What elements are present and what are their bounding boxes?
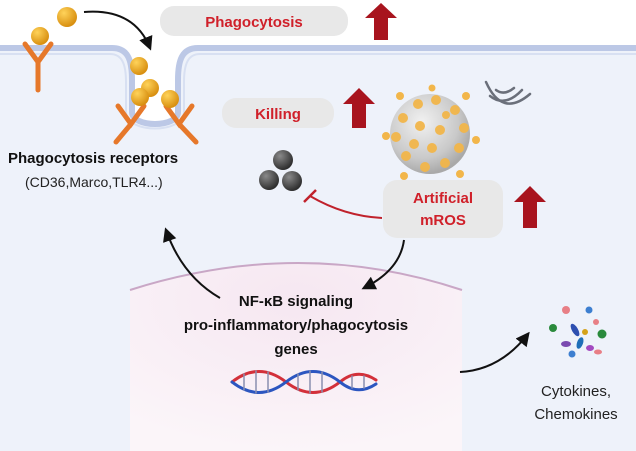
phagocytosis-label: Phagocytosis (205, 14, 303, 31)
inhibition-bar (303, 189, 317, 203)
nucleus (130, 263, 462, 451)
artificial-label-line1: Artificial (413, 190, 473, 207)
particle (161, 90, 179, 108)
killing-label: Killing (255, 106, 301, 123)
signal-waves-icon (484, 80, 532, 105)
particle (31, 27, 49, 45)
artificial-label-line2: mROS (420, 212, 466, 229)
uptake-arrow (83, 10, 153, 51)
secreted-label-line2: Chemokines (534, 406, 617, 423)
particle (130, 57, 148, 75)
killed-particle (282, 171, 302, 191)
nanozyme-particle-icon (382, 84, 480, 180)
receptor-icon (113, 103, 147, 145)
mros-to-nucleus-arrow (361, 239, 405, 290)
nucleus-label-line1: NF-κB signaling (239, 293, 353, 310)
nuclear-envelope (129, 262, 463, 291)
secretion-arrow (459, 331, 530, 373)
particle (131, 88, 149, 106)
artificial-mros-pill (383, 180, 503, 238)
killed-particle (273, 150, 293, 170)
phagocytosis-pill (160, 6, 348, 36)
secreted-label-line1: Cytokines, (541, 383, 611, 400)
cell-membrane (0, 45, 636, 127)
up-arrow-icon (343, 88, 375, 128)
receptors-title: Phagocytosis receptors (8, 150, 178, 167)
receptor-icon (22, 41, 54, 93)
cell-membrane-inner (0, 53, 636, 130)
cytokine-cluster-icon (549, 306, 607, 358)
inhibition-arrow-icon (309, 195, 383, 219)
nucleus-label-line2: pro-inflammatory/phagocytosis (184, 317, 408, 334)
receptors-examples: (CD36,Marco,TLR4...) (25, 174, 163, 190)
up-arrow-icon (365, 3, 397, 40)
killed-particle (259, 170, 279, 190)
particle (57, 7, 77, 27)
nucleus-label-line3: genes (274, 341, 317, 358)
receptor-icon (163, 103, 199, 145)
killing-pill (222, 98, 334, 128)
up-arrow-icon (514, 186, 546, 228)
nucleus-to-receptors-arrow (163, 227, 221, 299)
dna-helix-icon (230, 370, 378, 394)
